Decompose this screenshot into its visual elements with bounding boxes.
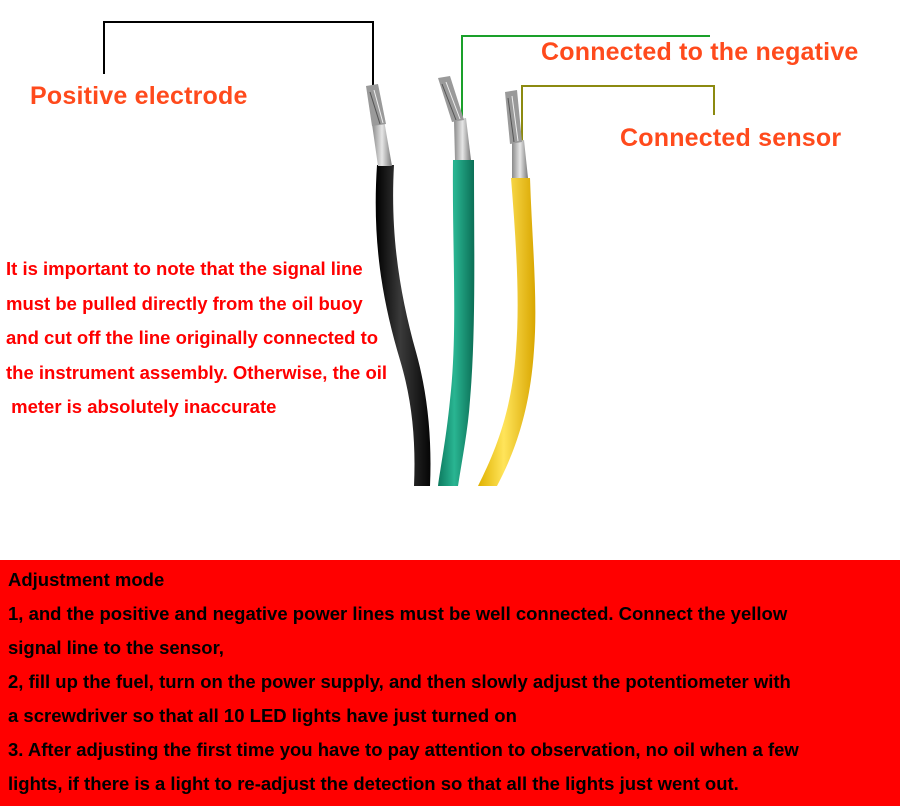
- black-wire-tip-icon: [366, 84, 392, 166]
- adjustment-line: a screwdriver so that all 10 LED lights …: [8, 705, 517, 726]
- negative-label: Connected to the negative: [541, 38, 859, 66]
- note-line: the instrument assembly. Otherwise, the …: [6, 361, 388, 383]
- positive-electrode-label: Positive electrode: [30, 82, 248, 110]
- note-line: must be pulled directly from the oil buo…: [6, 292, 363, 314]
- adjustment-line: 1, and the positive and negative power l…: [8, 603, 788, 624]
- green-wire: [438, 160, 475, 486]
- green-wire-tip-icon: [438, 76, 471, 160]
- yellow-wire-tip-icon: [505, 90, 528, 178]
- adjustment-panel: Adjustment mode 1, and the positive and …: [0, 560, 900, 806]
- adjustment-line: 2, fill up the fuel, turn on the power s…: [8, 671, 791, 692]
- adjustment-line: 3. After adjusting the first time you ha…: [8, 739, 799, 760]
- note-line: It is important to note that the signal …: [6, 258, 363, 279]
- sensor-label: Connected sensor: [620, 124, 842, 152]
- note-line: meter is absolutely inaccurate: [6, 396, 277, 417]
- adjustment-line: lights, if there is a light to re-adjust…: [8, 773, 739, 794]
- yellow-wire: [478, 178, 536, 486]
- warning-note: It is important to note that the signal …: [6, 252, 436, 425]
- note-line: and cut off the line originally connecte…: [6, 327, 379, 348]
- adjustment-title: Adjustment mode: [8, 569, 165, 590]
- sensor-leader-line: [521, 85, 715, 150]
- adjustment-line: signal line to the sensor,: [8, 637, 224, 658]
- black-wire: [375, 165, 431, 486]
- wire-photo: Positive electrode Connected to the nega…: [6, 21, 859, 486]
- positive-leader-line: [103, 21, 374, 120]
- negative-leader-line: [461, 35, 710, 128]
- wires-illustration: [103, 21, 715, 486]
